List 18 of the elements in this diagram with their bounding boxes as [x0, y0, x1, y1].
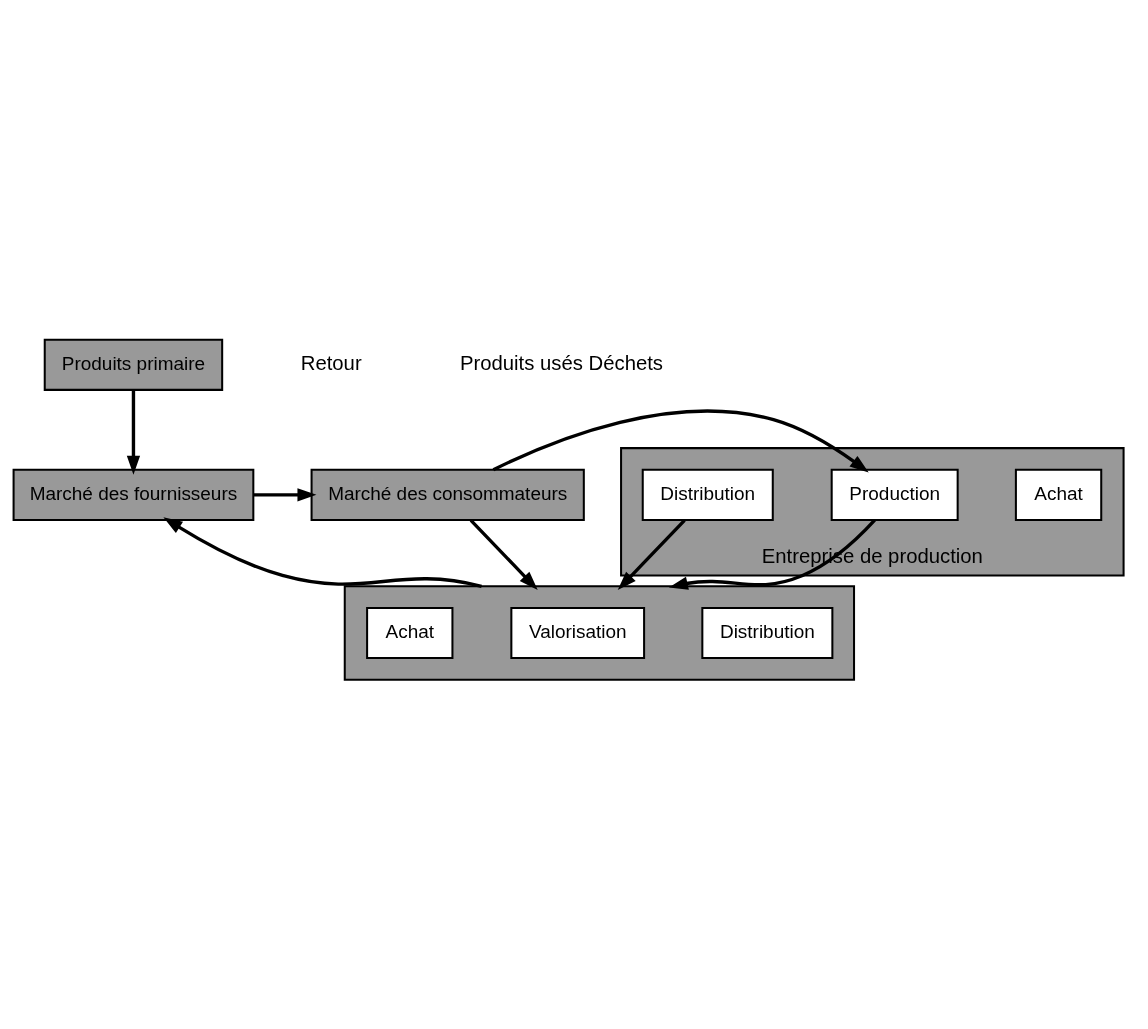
- arrow: [126, 390, 141, 475]
- node-box: Valorisation: [510, 606, 646, 660]
- cluster: [343, 585, 856, 681]
- arrow: [668, 519, 876, 590]
- node-box: Achat: [366, 606, 454, 660]
- arrow: [253, 488, 317, 502]
- node-box: Achat: [1014, 468, 1103, 521]
- node-box: Distribution: [641, 468, 774, 521]
- node-box: Production: [830, 468, 959, 521]
- node-box: Marché des consommateurs: [310, 468, 585, 521]
- label: Produits usés Déchets: [459, 351, 664, 374]
- label: Retour: [300, 351, 362, 374]
- arrow: [469, 519, 538, 590]
- arrow: [617, 519, 686, 590]
- node-box: Distribution: [701, 606, 834, 660]
- node-box: Marché des fournisseurs: [12, 468, 255, 521]
- node-box: Produits primaire: [43, 338, 224, 391]
- arrow: [492, 409, 869, 473]
